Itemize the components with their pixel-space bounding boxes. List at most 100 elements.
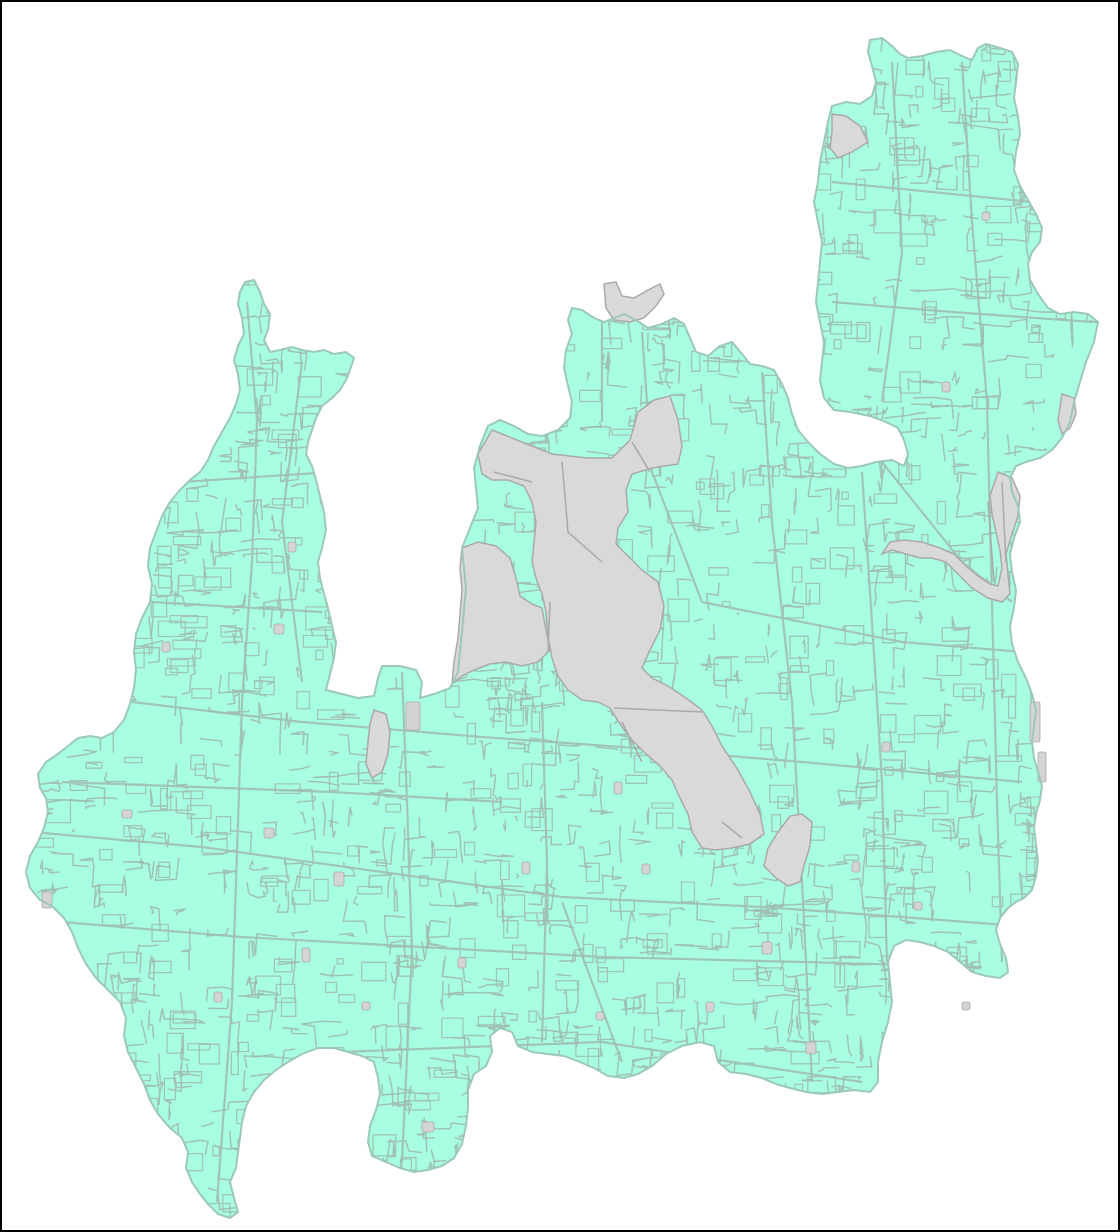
parcel-line-40 xyxy=(239,167,258,179)
parcel-line-2128 xyxy=(385,803,402,813)
parcel-line-77 xyxy=(539,835,563,846)
parcel-line-367 xyxy=(407,68,414,98)
parcel-line-1317 xyxy=(78,508,96,519)
parcel-line-1336 xyxy=(486,122,492,144)
parcel-line-866 xyxy=(792,253,816,282)
parcel-line-2120 xyxy=(655,812,674,829)
parcel-line-2094 xyxy=(107,518,137,539)
parcel-line-1256 xyxy=(26,319,40,328)
parcel-line-1014 xyxy=(887,886,903,914)
parcel-line-1438 xyxy=(26,372,33,390)
parcel-line-1511 xyxy=(605,351,628,388)
parcel-line-1441 xyxy=(164,1099,173,1121)
parcel-line-2294 xyxy=(394,263,409,285)
parcel-line-1631 xyxy=(41,514,57,526)
parcel-line-362 xyxy=(900,842,924,848)
parcel-line-1633 xyxy=(376,426,396,446)
gray-area-mid-west xyxy=(365,709,391,780)
parcel-line-2410 xyxy=(603,1124,615,1134)
parcel-line-338 xyxy=(77,1026,81,1051)
gray-patch-14 xyxy=(941,381,951,393)
parcel-line-148 xyxy=(1070,746,1074,767)
parcel-line-2505 xyxy=(435,275,447,289)
parcel-line-306 xyxy=(407,330,429,336)
parcel-line-2542 xyxy=(404,1100,431,1111)
parcel-line-2156 xyxy=(419,875,429,887)
parcel-line-1951 xyxy=(388,208,403,225)
parcel-line-325 xyxy=(837,758,862,805)
parcel-line-832 xyxy=(490,767,497,778)
parcel-line-887 xyxy=(936,730,941,749)
parcel-line-496 xyxy=(319,282,338,286)
parcel-line-1662 xyxy=(166,38,177,50)
parcel-line-39 xyxy=(861,743,878,788)
parcel-line-1254 xyxy=(750,179,773,192)
parcel-line-1575 xyxy=(747,183,758,212)
parcel-line-1358 xyxy=(32,1123,36,1144)
parcel-line-1808 xyxy=(613,1051,631,1077)
parcel-line-2312 xyxy=(172,535,202,546)
parcel-line-170 xyxy=(584,229,611,248)
parcel-line-736 xyxy=(478,326,486,345)
parcel-line-588 xyxy=(287,337,293,342)
parcel-line-2360 xyxy=(291,889,311,905)
parcel-line-882 xyxy=(786,300,811,321)
parcel-line-2419 xyxy=(651,802,674,809)
parcel-line-1420 xyxy=(79,857,102,888)
parcel-line-1310 xyxy=(993,566,1013,589)
parcel-line-2409 xyxy=(1066,672,1081,693)
parcel-line-1396 xyxy=(529,378,558,390)
parcel-line-1312 xyxy=(535,238,551,248)
parcel-line-25 xyxy=(646,117,668,143)
gray-patch-5 xyxy=(333,871,345,887)
parcel-line-2310 xyxy=(981,49,992,62)
parcel-line-1921 xyxy=(73,243,87,264)
parcel-line-1539 xyxy=(803,470,833,477)
parcel-line-2229 xyxy=(834,964,846,988)
parcel-line-1259 xyxy=(627,1118,648,1159)
parcel-line-2550 xyxy=(1091,961,1098,977)
gray-area-east-tail xyxy=(1057,393,1077,436)
parcel-line-1732 xyxy=(559,1198,582,1218)
parcel-line-2478 xyxy=(633,1161,642,1185)
parcel-line-373 xyxy=(446,797,478,802)
parcel-line-2564 xyxy=(601,189,612,206)
parcel-line-1368 xyxy=(549,878,557,911)
parcel-line-1433 xyxy=(862,538,875,547)
parcel-line-419 xyxy=(45,28,64,37)
parcel-line-1907 xyxy=(884,285,896,305)
parcel-line-2461 xyxy=(944,988,972,999)
parcel-line-598 xyxy=(227,689,267,706)
parcel-line-524 xyxy=(386,1140,423,1154)
parcel-line-2272 xyxy=(833,940,861,959)
parcel-line-646 xyxy=(1018,612,1042,616)
gray-patch-12 xyxy=(421,1121,435,1133)
parcel-line-925 xyxy=(46,1100,53,1114)
parcel-line-468 xyxy=(1040,1165,1064,1188)
parcel-line-293 xyxy=(262,821,278,837)
parcel-line-684 xyxy=(93,885,104,908)
parcel-line-2162 xyxy=(67,1183,78,1208)
parcel-line-905 xyxy=(934,941,937,958)
parcel-line-526 xyxy=(228,85,234,106)
parcel-line-2201 xyxy=(218,167,248,186)
parcel-line-501 xyxy=(117,972,133,992)
parcel-line-787 xyxy=(234,440,255,446)
parcel-line-1866 xyxy=(1002,133,1016,169)
parcel-line-351 xyxy=(1045,698,1067,701)
parcel-line-1104 xyxy=(166,529,201,537)
parcel-line-2284 xyxy=(50,1036,69,1044)
parcel-line-2462 xyxy=(1036,1041,1058,1061)
parcel-line-137 xyxy=(828,1095,848,1100)
parcel-line-474 xyxy=(793,498,797,515)
parcel-line-210 xyxy=(138,983,160,997)
parcel-line-1212 xyxy=(127,342,146,356)
parcel-line-1656 xyxy=(555,982,580,1015)
parcel-line-1047 xyxy=(546,162,551,178)
parcel-line-991 xyxy=(898,976,908,1003)
parcel-line-1492 xyxy=(865,840,890,848)
parcel-line-157 xyxy=(509,658,530,676)
gray-patch-10 xyxy=(641,863,651,875)
parcel-line-225 xyxy=(1061,661,1084,683)
